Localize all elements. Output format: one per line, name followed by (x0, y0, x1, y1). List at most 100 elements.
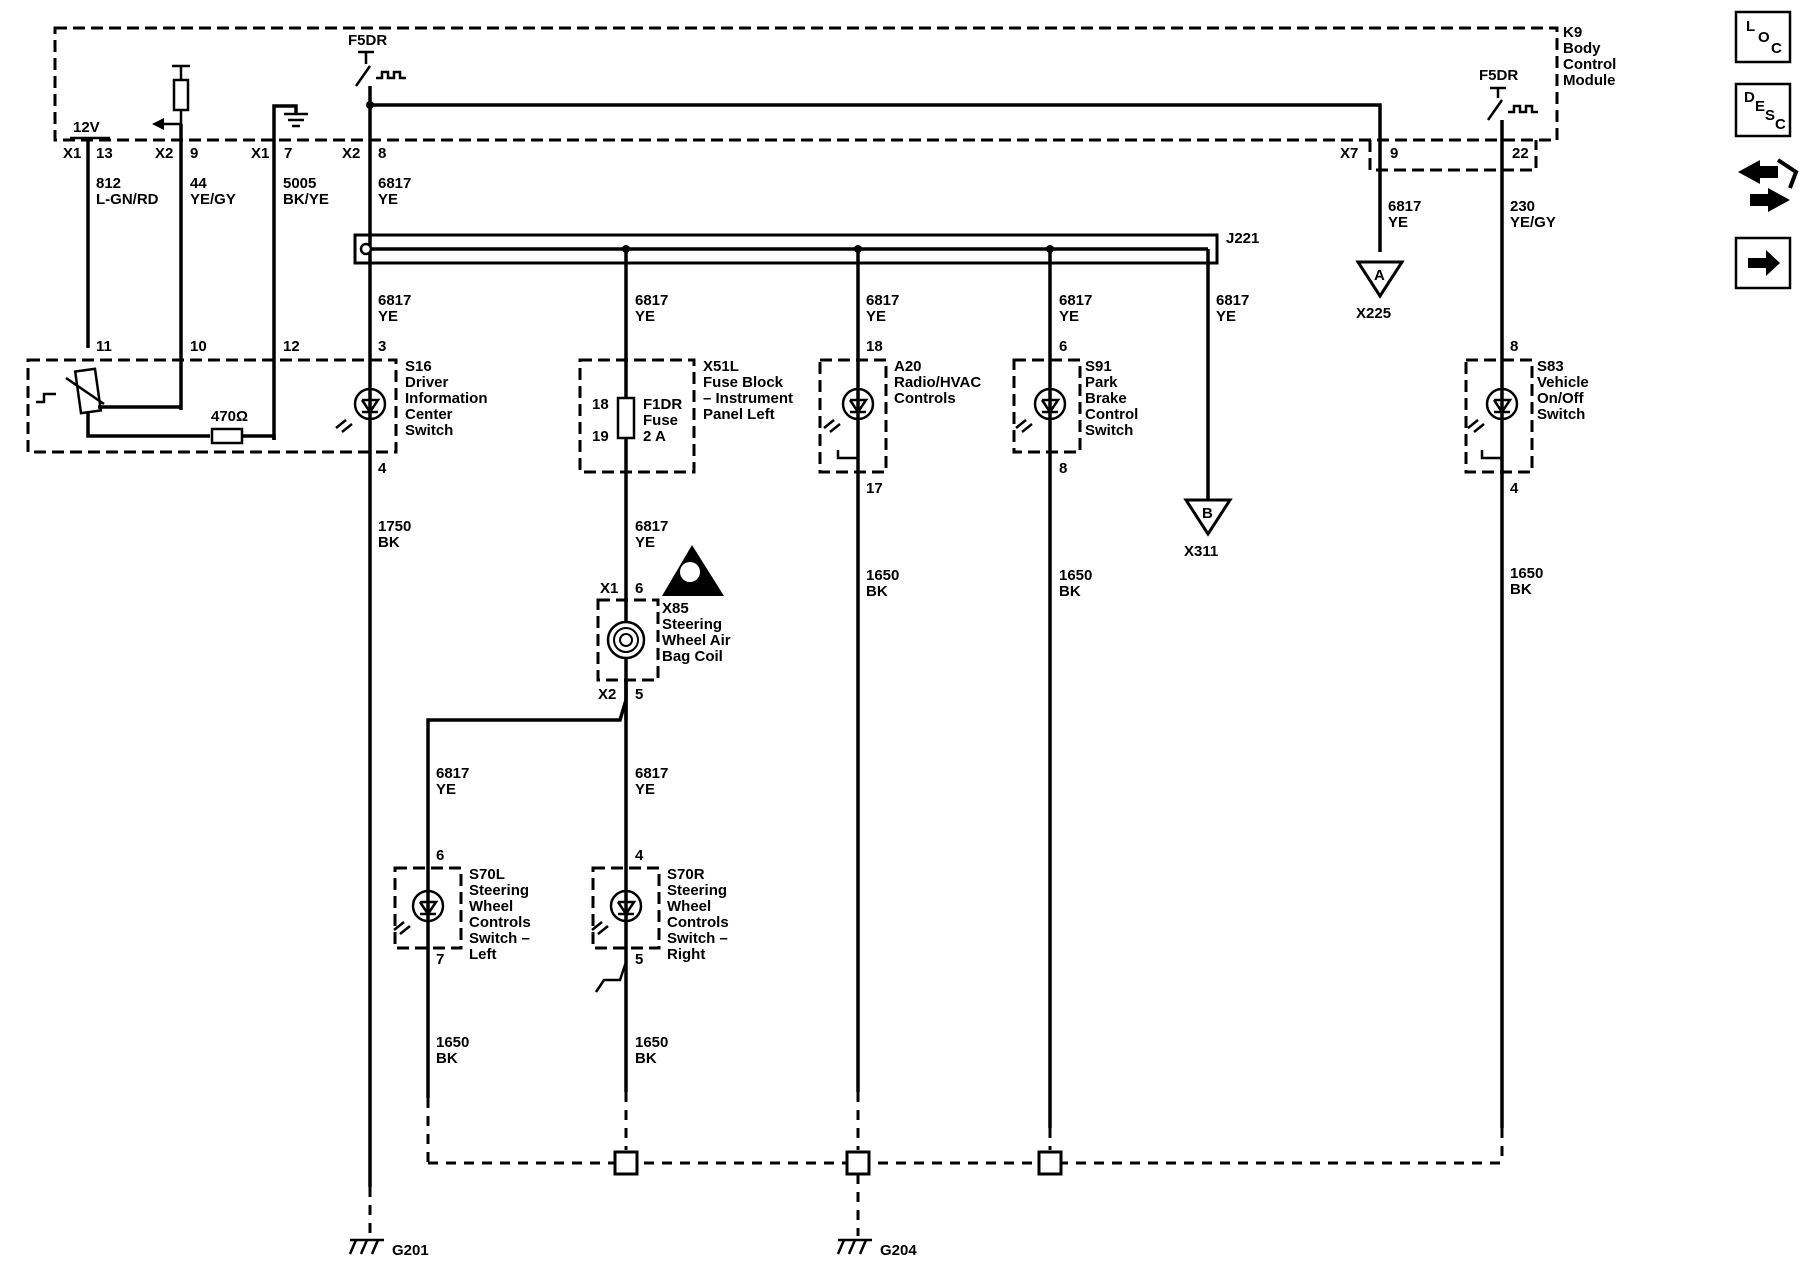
led-icon (609, 889, 643, 923)
internal-ground-icon (836, 450, 858, 460)
wire-circuit-label: 6817 (378, 175, 411, 192)
next-page-button[interactable] (1734, 236, 1792, 290)
wire-color-label: BK (635, 1050, 657, 1067)
component-x51l: 18 19 F1DR Fuse 2 A X51L Fuse Block – In… (578, 358, 793, 551)
pin-label: 9 (1390, 145, 1398, 162)
pin-label: 12 (283, 338, 300, 355)
reference-page[interactable]: X225 (1356, 305, 1391, 322)
x85-name-line: Bag Coil (662, 648, 723, 665)
chassis-ground-hatch-2 (847, 1239, 857, 1255)
resistor-icon (210, 427, 244, 445)
k9-12v-output: 12V (70, 119, 110, 348)
wire-circuit-label: 230 (1510, 198, 1535, 215)
ground-g204: G204 (836, 1238, 917, 1259)
clockspring-ring (613, 627, 639, 653)
pin-label: 19 (592, 428, 609, 445)
wire-color-label: BK (1059, 583, 1081, 600)
pullup-resistor-body (172, 78, 190, 112)
led-ray-2 (829, 423, 841, 433)
pin-label: 17 (866, 480, 883, 497)
x51l-id: X51L (703, 358, 739, 375)
pin-label: 4 (378, 460, 387, 477)
led-diode-icon (1040, 398, 1061, 415)
reference-letter: A (1374, 267, 1385, 284)
k9-pullup-resistor (152, 64, 190, 410)
s91-name-line: Control (1085, 406, 1138, 423)
fuse-icon (616, 396, 636, 440)
wire-color-label: YE/GY (1510, 214, 1556, 231)
location-button-frame[interactable] (1734, 10, 1792, 64)
page-reference-b[interactable]: B X311 (1183, 498, 1233, 560)
s91-name-line: Brake (1085, 390, 1127, 407)
k9-module-name-1: Body (1563, 40, 1601, 57)
reference-triangle-icon[interactable] (1355, 260, 1405, 299)
pin-label: 6 (1059, 338, 1067, 355)
pwm-signal-icon (1508, 104, 1538, 114)
page-reference-a[interactable]: A X225 (1355, 260, 1405, 322)
wire-break-icon (594, 961, 628, 993)
reference-page[interactable]: X311 (1184, 543, 1218, 560)
s70r-name-line: Steering (667, 882, 727, 899)
pin-label: 3 (378, 338, 386, 355)
led-ray-1 (1015, 419, 1027, 429)
x85-branch-labels: 6817 YE 6817 YE (436, 765, 668, 798)
wire-color-label: YE (378, 308, 398, 325)
description-letter: C (1775, 116, 1786, 133)
wire-circuit-label: 6817 (866, 292, 899, 309)
wire-color-label: YE (866, 308, 886, 325)
description-button-frame[interactable] (1734, 82, 1792, 138)
led-ray-2 (597, 925, 609, 935)
led-icon (1485, 387, 1519, 421)
wire-5005 (272, 104, 298, 440)
wire-color-label: L-GN/RD (96, 191, 159, 208)
internal-ground-icon (1480, 450, 1502, 460)
component-s83: 8 4 S83 Vehicle On/Off Switch 1650 BK (1464, 338, 1589, 598)
k9-connector-pins: X1 13 X2 9 X1 7 X2 8 X7 9 22 (63, 145, 1529, 162)
wire-color-label: BK (436, 1050, 458, 1067)
arrow-right-icon (1748, 250, 1780, 276)
location-letter: L (1746, 18, 1755, 35)
connector-service-icon[interactable] (1738, 158, 1799, 212)
pin-label: 8 (378, 145, 386, 162)
splice-node (359, 242, 373, 256)
reference-triangle-icon[interactable] (1183, 498, 1233, 537)
wire-circuit-label: 1650 (1510, 565, 1543, 582)
description-button[interactable]: D E S C (1734, 82, 1792, 138)
wire-circuit-label: 5005 (283, 175, 316, 192)
wire-color-label: YE (1388, 214, 1408, 231)
pin-label: 9 (190, 145, 198, 162)
connector-service-button[interactable] (1738, 158, 1799, 212)
a20-name-line: Controls (894, 390, 956, 407)
wire-circuit-label: 1650 (436, 1034, 469, 1051)
wire-circuit-label: 6817 (635, 765, 668, 782)
led-diode-icon (616, 900, 637, 917)
wire-color-label: YE (378, 191, 398, 208)
airbag-warning-figure (680, 562, 700, 582)
x51l-name-line: Fuse Block (703, 374, 784, 391)
wire-color-label: YE (1216, 308, 1236, 325)
wire-circuit-label: 6817 (1059, 292, 1092, 309)
location-button[interactable]: L O C (1734, 10, 1792, 64)
wire-circuit-label: 1750 (378, 518, 411, 535)
inline-connector-icon (1037, 1150, 1063, 1176)
ground-g201: G201 (348, 1238, 429, 1259)
s16-id: S16 (405, 358, 432, 375)
f1dr-name-line: 2 A (643, 428, 666, 445)
pin-label: 6 (436, 847, 444, 864)
k9-module-outline (53, 26, 1559, 142)
wire-color-label: BK/YE (283, 191, 329, 208)
connector-x2: X2 (598, 686, 616, 703)
wire-circuit-label: 812 (96, 175, 121, 192)
component-s16: 470Ω 11 10 12 3 4 S16 Driver Information… (26, 338, 488, 551)
s70l-name-line: Switch – (469, 930, 530, 947)
led-diode-icon (360, 398, 381, 415)
description-letter: D (1744, 89, 1755, 106)
connector-x1: X1 (600, 580, 618, 597)
f5dr-right-switch (1486, 99, 1504, 121)
f5dr-driver-left: F5DR (348, 32, 406, 87)
potentiometer-icon (73, 367, 103, 415)
wire-6817-s70l (426, 680, 628, 1098)
wire-circuit-label: 44 (190, 175, 207, 192)
wire-color-label: BK (378, 534, 400, 551)
led-icon (353, 387, 387, 421)
